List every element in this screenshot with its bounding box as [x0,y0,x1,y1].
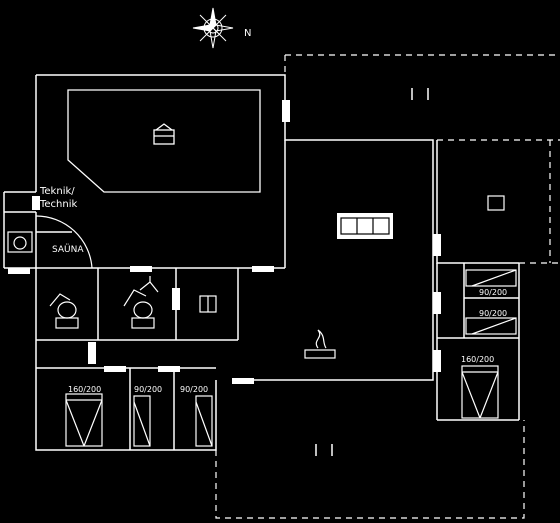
bed-label-right-mid: 90/200 [479,309,507,318]
fireplace-icon [304,329,336,359]
sofa-icon [337,213,393,239]
shower-icon [139,276,159,293]
washer-icon [7,231,33,253]
bed-label-right-bottom: 160/200 [461,355,494,364]
bed-right-bottom [461,365,499,419]
bed-label-bottom-left: 160/200 [68,385,101,394]
toilet-icon [49,293,79,329]
sauna-door-swing [35,215,93,269]
toilet-icon-2 [123,289,155,329]
basin-icon [199,295,217,313]
technical-room-label: Teknik/ [39,186,75,197]
bed-bottom-right [195,395,213,447]
windows [8,100,441,384]
bed-right-mid [465,317,517,335]
terrace-outline [215,54,560,519]
bed-bottom-mid [133,395,151,447]
terrace-markers [315,88,429,456]
pillar [487,195,505,211]
technical-room-label-2: Technik [39,199,78,210]
walls [3,74,520,451]
bed-label-bottom-mid: 90/200 [134,385,162,394]
pool-icon [67,89,261,193]
bed-label-right-top: 90/200 [479,288,507,297]
bed-bottom-left [65,393,103,447]
sauna-label: SAÜNA [52,244,84,255]
bed-right-top [465,269,517,287]
bed-label-bottom-right: 90/200 [180,385,208,394]
north-label: N [244,28,251,39]
compass-rose-icon [192,7,234,49]
